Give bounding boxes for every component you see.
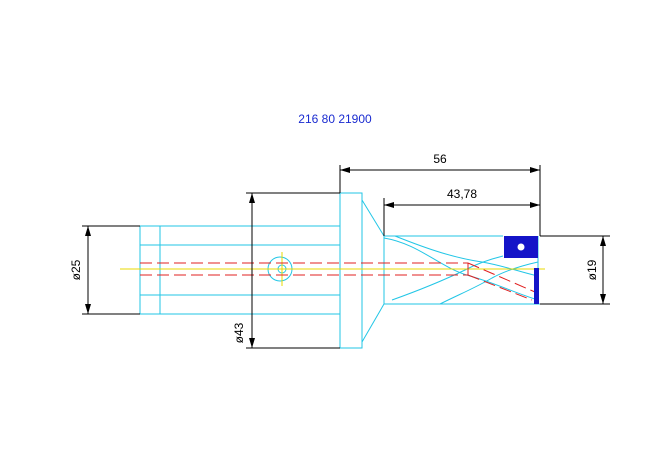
arrow-43-top xyxy=(249,193,255,203)
arrow-19-bottom xyxy=(600,294,606,304)
dim-text-drill-length: 43,78 xyxy=(447,187,477,201)
insert-group xyxy=(504,236,539,304)
arrow-25-top xyxy=(85,226,91,236)
shank-body xyxy=(139,225,341,315)
arrow-56-left xyxy=(340,167,350,173)
taper-bottom xyxy=(361,303,385,343)
dim-text-flange-diameter: ø43 xyxy=(232,322,246,343)
coolant-angled-2 xyxy=(467,274,533,301)
arrow-4378-left xyxy=(384,202,394,208)
flute-4 xyxy=(439,261,539,305)
dim-text-overall-length: 56 xyxy=(433,152,447,166)
flange xyxy=(339,192,363,349)
tool-outline xyxy=(139,192,540,349)
insert-screw-icon xyxy=(517,243,525,251)
arrow-56-right xyxy=(530,167,540,173)
coolant-channels xyxy=(140,262,536,301)
dimension-group xyxy=(82,165,610,349)
arrow-19-top xyxy=(600,236,606,246)
arrow-4378-right xyxy=(530,202,540,208)
arrowheads xyxy=(85,167,606,348)
part-number-label: 216 80 21900 xyxy=(298,112,372,126)
coolant-angled-1 xyxy=(467,262,536,293)
dim-text-shank-diameter: ø25 xyxy=(69,259,83,280)
arrow-43-bottom xyxy=(249,338,255,348)
dim-text-drill-diameter: ø19 xyxy=(585,259,599,280)
taper-top xyxy=(361,199,385,237)
center-line-group xyxy=(120,252,545,286)
flute-3 xyxy=(391,255,504,301)
insert-center xyxy=(534,268,539,304)
arrow-25-bottom xyxy=(85,304,91,314)
